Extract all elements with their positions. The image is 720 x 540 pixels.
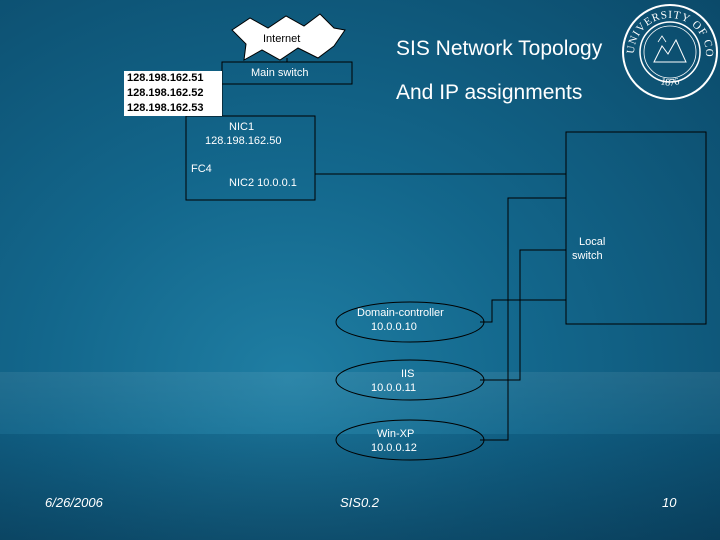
internet-label: Internet <box>263 33 301 45</box>
slide-title-line2: And IP assignments <box>396 81 583 104</box>
footer-center: SIS0.2 <box>340 495 380 510</box>
domain-controller-name: Domain-controller <box>357 307 444 319</box>
winxp-ip: 10.0.0.12 <box>371 442 417 454</box>
public-ip-3: 128.198.162.53 <box>127 102 204 114</box>
svg-text:UNIVERSITY OF COLORADO: UNIVERSITY OF COLORADO <box>620 2 715 58</box>
winxp-node <box>335 419 485 461</box>
link-domain-controller <box>480 299 566 323</box>
background-footer-band <box>0 434 720 540</box>
local-switch-box <box>565 131 707 325</box>
link-iis <box>480 249 566 381</box>
public-ip-list: 128.198.162.51 128.198.162.52 128.198.16… <box>124 71 222 116</box>
iis-ip: 10.0.0.11 <box>371 382 417 394</box>
iis-name: IIS <box>401 368 415 380</box>
seal-year: 1876 <box>659 76 680 88</box>
nic2-label: NIC2 10.0.0.1 <box>229 177 297 189</box>
iis-node <box>335 359 485 401</box>
public-ip-1: 128.198.162.51 <box>127 72 204 84</box>
svg-text:1876: 1876 <box>659 76 680 88</box>
local-switch-label-2: switch <box>572 250 603 262</box>
nic1-ip: 128.198.162.50 <box>205 135 282 147</box>
link-winxp <box>480 197 566 441</box>
seal-top-text: UNIVERSITY OF COLORADO <box>620 2 714 58</box>
university-seal-logo: UNIVERSITY OF COLORADO 1876 <box>620 2 718 100</box>
main-switch-label: Main switch <box>251 67 309 79</box>
domain-controller-ip: 10.0.0.10 <box>371 321 417 333</box>
public-ip-2: 128.198.162.52 <box>127 87 204 99</box>
slide-title-line1: SIS Network Topology <box>396 37 603 60</box>
nic1-label: NIC1 <box>229 121 255 133</box>
footer-page-number: 10 <box>662 495 677 510</box>
domain-controller-node <box>335 301 485 343</box>
fc4-label: FC4 <box>191 163 212 175</box>
internet-cloud-shape <box>231 13 346 61</box>
fc4-box <box>185 115 316 201</box>
local-switch-label-1: Local <box>579 236 606 248</box>
winxp-name: Win-XP <box>377 428 415 440</box>
footer-date: 6/26/2006 <box>45 495 103 510</box>
background-band <box>0 372 720 434</box>
